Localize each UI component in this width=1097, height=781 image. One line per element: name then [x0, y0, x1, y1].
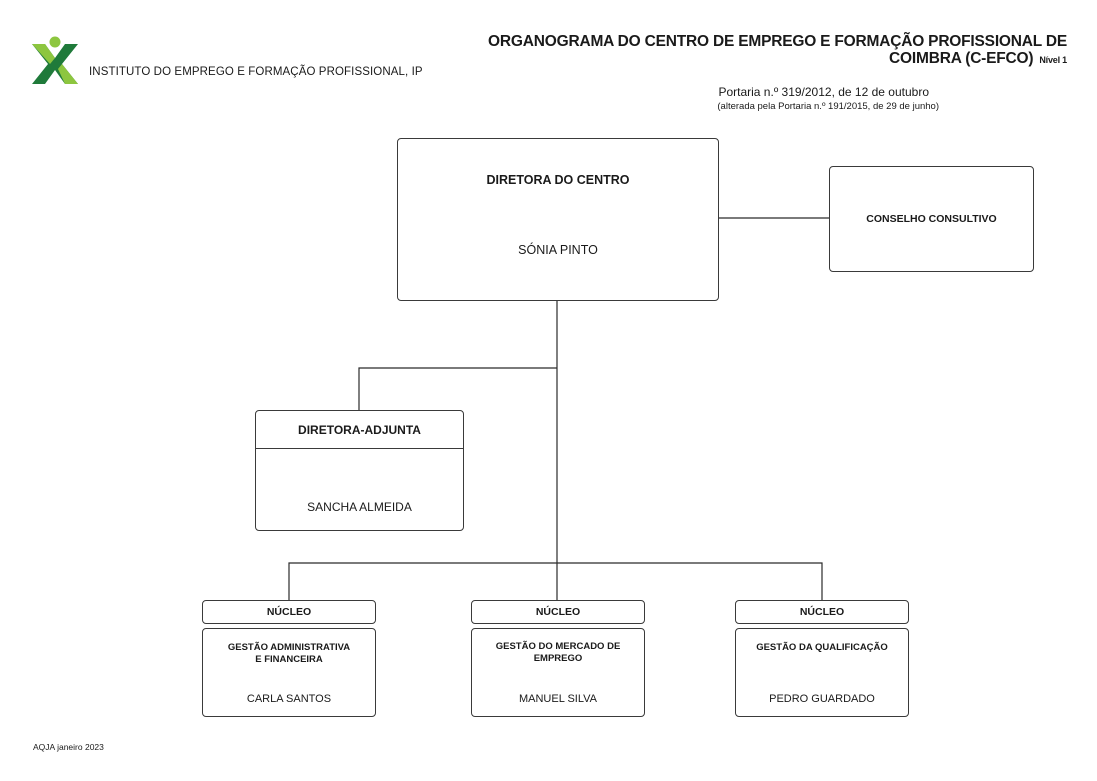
- unit-name-1-line-2: E FINANCEIRA: [255, 654, 323, 665]
- unit-box-1[interactable]: GESTÃO ADMINISTRATIVA E FINANCEIRA CARLA…: [202, 628, 376, 717]
- unit-person-1: CARLA SANTOS: [246, 693, 332, 705]
- director-role: DIRETORA DO CENTRO: [486, 173, 630, 187]
- unit-name-1: GESTÃO ADMINISTRATIVA E FINANCEIRA: [209, 642, 369, 666]
- portaria-reference: Portaria n.º 319/2012, de 12 de outubro: [718, 85, 929, 99]
- deputy-box[interactable]: DIRETORA-ADJUNTA SANCHA ALMEIDA: [255, 410, 464, 531]
- footer-note: AQJA janeiro 2023: [33, 742, 104, 752]
- title-line-2-text: COIMBRA (C-EFCO): [889, 50, 1034, 67]
- connector-units-bus: [288, 562, 823, 600]
- organization-name: INSTITUTO DO EMPREGO E FORMAÇÃO PROFISSI…: [89, 66, 423, 78]
- council-box[interactable]: CONSELHO CONSULTIVO: [829, 166, 1034, 272]
- level-badge: Nível 1: [1039, 55, 1067, 65]
- unit-name-2-line-1: GESTÃO DO MERCADO DE EMPREGO: [495, 641, 621, 664]
- council-role: CONSELHO CONSULTIVO: [866, 213, 997, 225]
- iefp-logo-icon: [28, 36, 84, 86]
- unit-box-2[interactable]: GESTÃO DO MERCADO DE EMPREGO MANUEL SILV…: [471, 628, 645, 717]
- unit-label-1: NÚCLEO: [202, 600, 376, 624]
- director-box[interactable]: DIRETORA DO CENTRO SÓNIA PINTO: [397, 138, 719, 301]
- unit-label-3: NÚCLEO: [735, 600, 909, 624]
- title-line-2: COIMBRA (C-EFCO) Nível 1: [488, 50, 1067, 69]
- unit-name-3: GESTÃO DA QUALIFICAÇÃO: [742, 642, 902, 654]
- unit-name-2: GESTÃO DO MERCADO DE EMPREGO: [478, 641, 638, 665]
- unit-label-2: NÚCLEO: [471, 600, 645, 624]
- deputy-role: DIRETORA-ADJUNTA: [256, 411, 463, 449]
- portaria-amendment: (alterada pela Portaria n.º 191/2015, de…: [717, 101, 939, 112]
- unit-name-1-line-1: GESTÃO ADMINISTRATIVA: [227, 642, 351, 653]
- unit-person-2: MANUEL SILVA: [518, 693, 598, 705]
- unit-name-3-line-1: GESTÃO DA QUALIFICAÇÃO: [756, 642, 888, 653]
- title-line-1: ORGANOGRAMA DO CENTRO DE EMPREGO E FORMA…: [488, 33, 1067, 50]
- director-name: SÓNIA PINTO: [518, 243, 598, 257]
- deputy-name: SANCHA ALMEIDA: [307, 500, 412, 514]
- connector-deputy: [358, 367, 557, 410]
- page-title: ORGANOGRAMA DO CENTRO DE EMPREGO E FORMA…: [488, 33, 1067, 69]
- unit-person-3: PEDRO GUARDADO: [769, 693, 875, 705]
- unit-box-3[interactable]: GESTÃO DA QUALIFICAÇÃO PEDRO GUARDADO: [735, 628, 909, 717]
